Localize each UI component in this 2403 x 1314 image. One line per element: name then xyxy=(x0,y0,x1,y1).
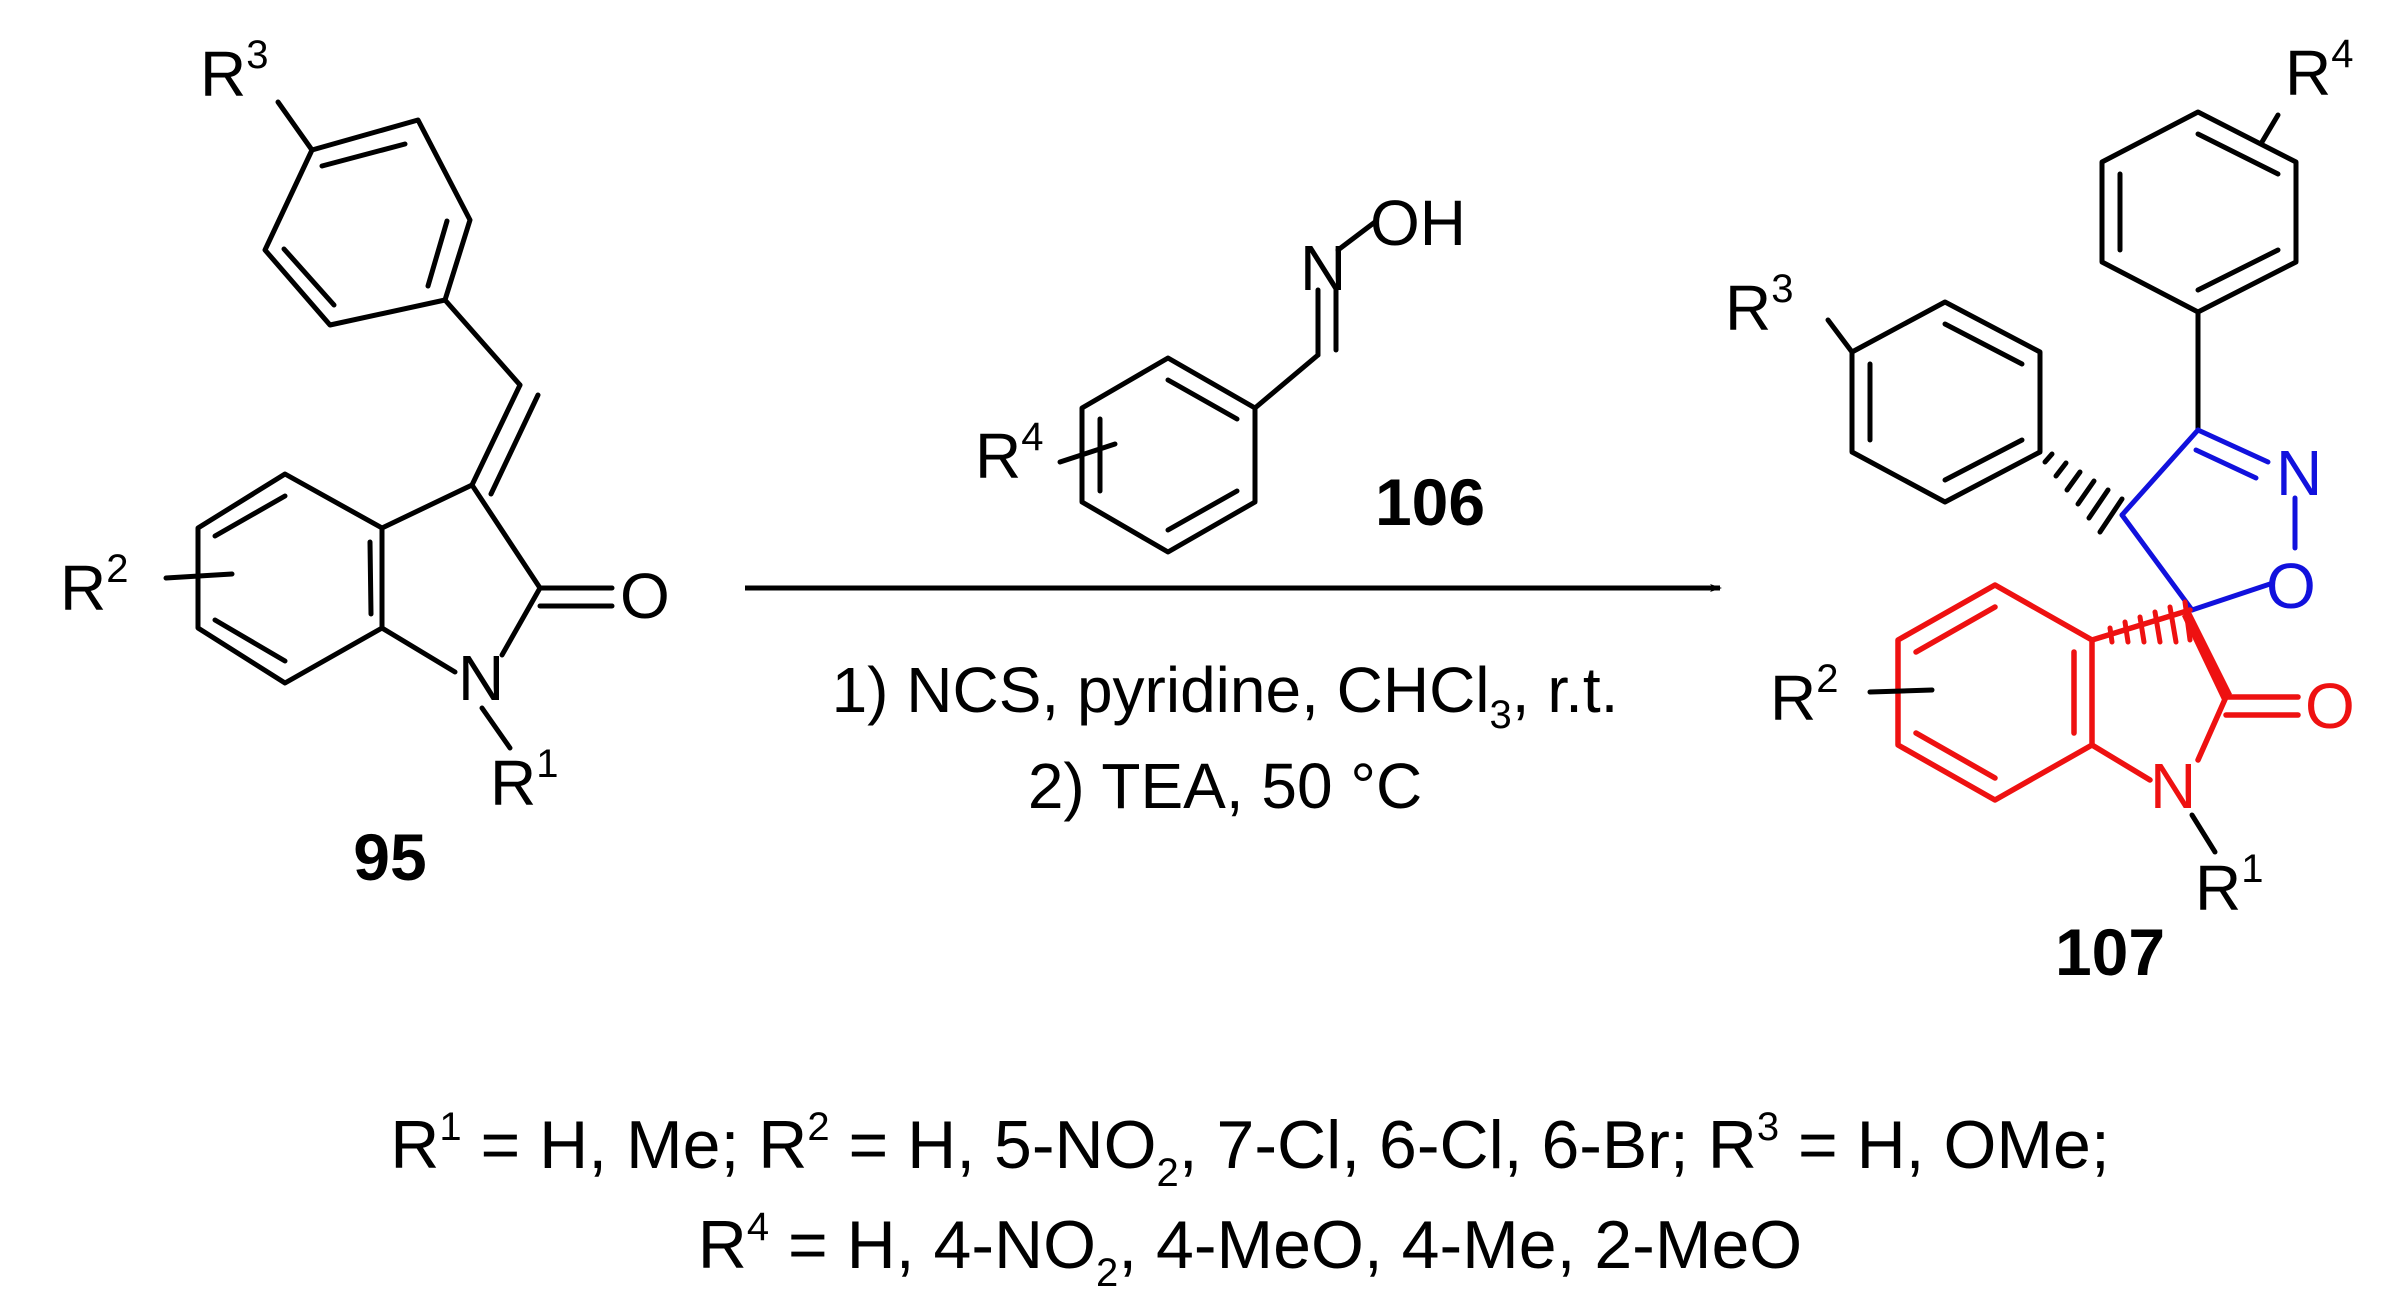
r4-label-107: R4 xyxy=(2285,32,2353,109)
r3-phenyl-ring-107 xyxy=(1849,299,2043,505)
c3-n-double-bond xyxy=(2195,427,2271,465)
n-r1-bond xyxy=(479,705,513,751)
r4-bond-107 xyxy=(2259,112,2281,145)
reactant-95-structure xyxy=(163,99,615,751)
compound-number-106: 106 xyxy=(1375,465,1485,539)
o-c5-bond xyxy=(2189,581,2273,613)
conditions-step-1: 1) NCS, pyridine, CHCl3, r.t. xyxy=(832,654,1619,737)
oxindole-benzo-ring xyxy=(195,471,385,686)
r3-label-95: R3 xyxy=(200,33,268,110)
carbonyl-oxygen-107: O xyxy=(2305,670,2355,742)
conditions-step-2: 2) TEA, 50 °C xyxy=(1028,750,1422,822)
hydroxyl-106: OH xyxy=(1370,187,1466,259)
product-107-labels: R4 R3 N O R2 O N R1 107 xyxy=(1725,32,2355,989)
c3-c4-bond xyxy=(2119,427,2201,518)
r2-label-95: R2 xyxy=(60,547,128,624)
n-o-bond xyxy=(1335,219,1378,253)
compound-number-107: 107 xyxy=(2055,915,2165,989)
nitrogen-106: N xyxy=(1300,232,1346,304)
reagent-106-labels: N OH R4 106 xyxy=(975,187,1485,539)
product-107-structure xyxy=(1825,109,2301,855)
carbonyl-oxygen-95: O xyxy=(620,560,670,632)
vinyl-bond xyxy=(442,297,523,388)
c2-n-bond xyxy=(2195,694,2229,763)
r2-bond xyxy=(163,571,235,581)
r4-phenyl-ring-106 xyxy=(1079,355,1258,555)
r1-label-107: R1 xyxy=(2195,847,2263,924)
reactant-95-labels: R3 R2 O N R1 95 xyxy=(60,33,670,894)
aldoxime-ch-bond xyxy=(1252,352,1321,411)
hashed-bond-c4 xyxy=(2042,451,2125,535)
substituent-legend-line-2: R4 = H, 4-NO2, 4-MeO, 4-Me, 2-MeO xyxy=(698,1205,1802,1295)
c4-c5-bond xyxy=(2119,512,2195,613)
nitrogen-95: N xyxy=(458,642,504,714)
r3-phenyl-ring xyxy=(262,117,473,328)
r3-bond xyxy=(275,99,315,153)
isoxazoline-nitrogen: N xyxy=(2276,437,2322,509)
r2-bond-107 xyxy=(1867,687,1935,695)
isoxazoline-oxygen: O xyxy=(2266,550,2316,622)
r3-bond-107 xyxy=(1825,317,1855,355)
reagent-106-structure xyxy=(1057,219,1378,555)
r2-label-107: R2 xyxy=(1770,657,1838,734)
r1-label-95: R1 xyxy=(490,742,558,819)
r4-bond-106 xyxy=(1057,441,1118,465)
wedge-bond-spiro xyxy=(2182,610,2232,700)
n-r1-bond-107 xyxy=(2189,812,2218,855)
substituent-legend-line-1: R1 = H, Me; R2 = H, 5-NO2, 7-Cl, 6-Cl, 6… xyxy=(390,1105,2109,1195)
r4-label-106: R4 xyxy=(975,415,1043,492)
r3-label-107: R3 xyxy=(1725,267,1793,344)
r4-phenyl-ring-107 xyxy=(2099,109,2299,315)
exocyclic-double-bond xyxy=(469,382,523,488)
compound-number-95: 95 xyxy=(353,820,426,894)
amide-nitrogen-107: N xyxy=(2150,750,2196,822)
